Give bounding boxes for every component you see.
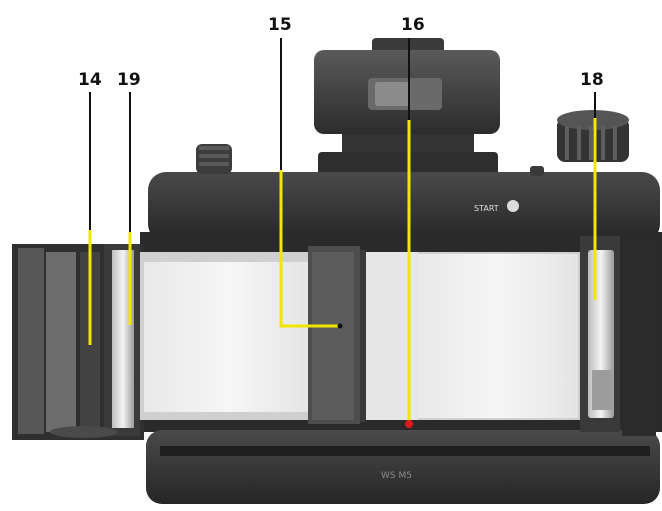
leader-lines — [88, 38, 597, 428]
start-indicator-icon — [507, 200, 519, 212]
callout-19: 19 — [117, 70, 141, 90]
marker-16-dot — [405, 420, 413, 428]
marker-15 — [337, 323, 343, 329]
winding-knob — [530, 110, 629, 176]
model-badge: WS M5 — [381, 471, 412, 481]
back-door — [12, 244, 144, 440]
leader-line-15 — [279, 170, 340, 328]
take-up-spool — [580, 236, 656, 436]
film-gate — [140, 246, 588, 424]
callout-14: 14 — [78, 70, 102, 90]
start-label: START — [474, 204, 499, 213]
callout-18: 18 — [580, 70, 604, 90]
viewfinder — [314, 38, 500, 178]
left-knob — [196, 144, 232, 174]
callout-15: 15 — [268, 15, 292, 35]
callout-16: 16 — [401, 15, 425, 35]
